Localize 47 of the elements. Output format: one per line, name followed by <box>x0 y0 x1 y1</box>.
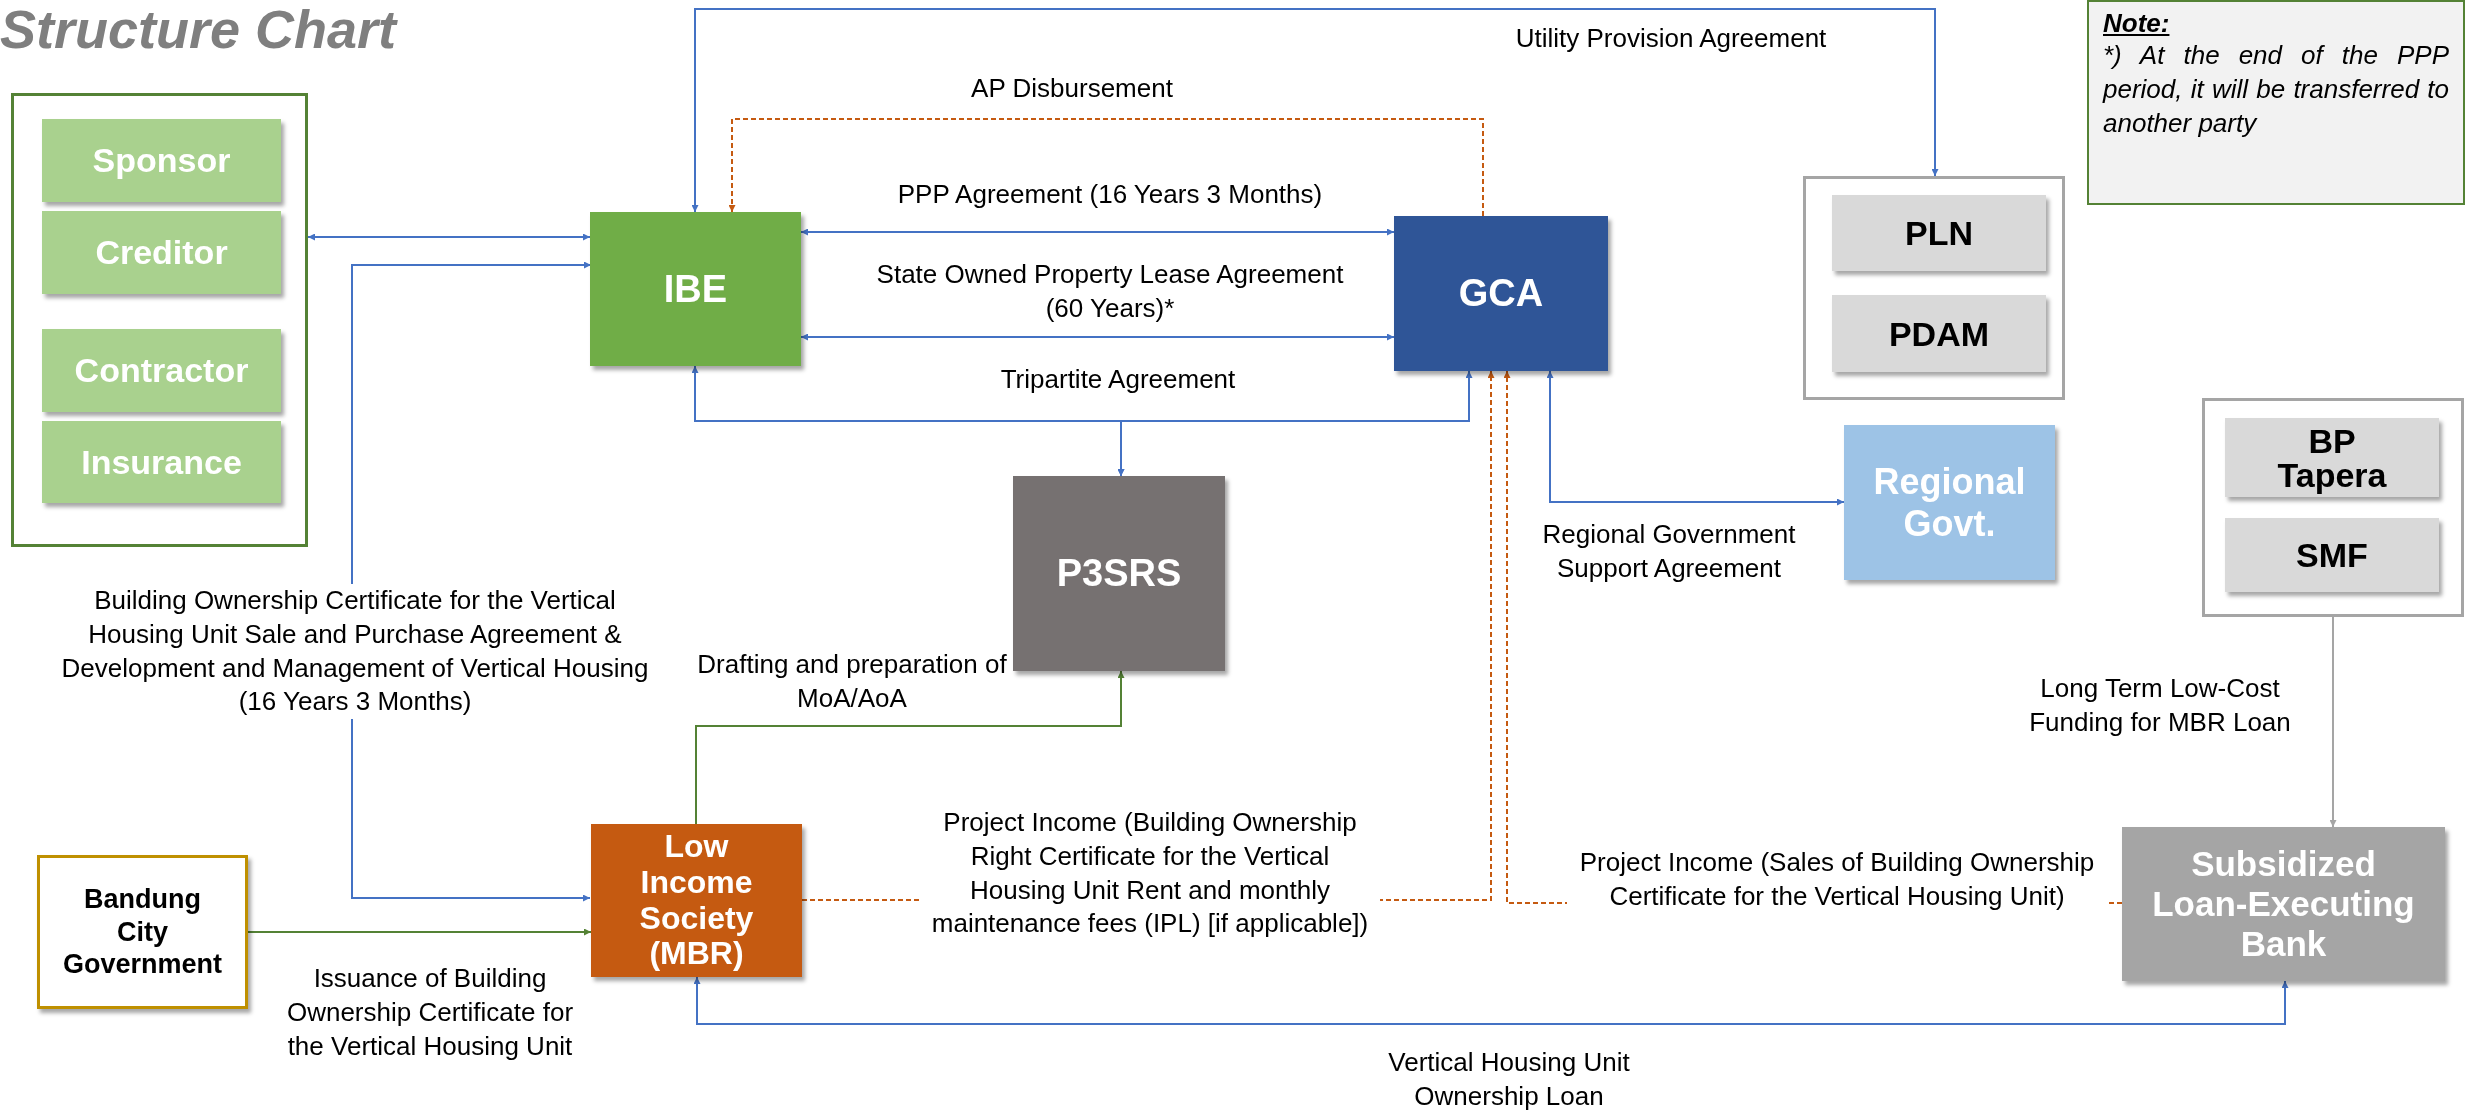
group-frame <box>2202 398 2464 617</box>
entity-box <box>42 421 281 503</box>
entity-box <box>1394 216 1608 371</box>
entity-box <box>590 212 801 366</box>
entity-box <box>1013 476 1225 671</box>
box-label: P3SRS <box>1056 552 1182 595</box>
connector-arrow <box>800 333 1395 341</box>
entity-box <box>37 855 248 1009</box>
box-label: SMF <box>2296 538 2368 572</box>
note-box <box>2087 0 2465 205</box>
box-label: Subsidized Loan-Executing Bank <box>2151 843 2416 965</box>
chart-title: Structure Chart <box>0 0 397 60</box>
entity-box <box>42 119 281 202</box>
box-label: Creditor <box>95 233 228 272</box>
connector-arrow <box>2329 616 2337 828</box>
group-frame <box>11 93 308 547</box>
entity-box <box>2225 418 2439 497</box>
entity-box <box>591 824 802 977</box>
connector-arrow <box>695 670 1125 825</box>
connector-arrow <box>691 8 1939 213</box>
note-text: *) At the end of the PPP period, it will be transferred to another party <box>2103 39 2449 140</box>
box-label: PDAM <box>1888 316 1990 351</box>
group-frame <box>1803 176 2065 400</box>
box-label: GCA <box>1458 272 1544 315</box>
box-label: PLN <box>1905 216 1973 250</box>
box-label: Sponsor <box>92 141 231 180</box>
entity-box <box>2225 518 2439 592</box>
connector-arrow <box>800 228 1395 236</box>
connector-arrow <box>693 976 2289 1025</box>
box-label: BP Tapera <box>2276 423 2388 492</box>
entity-box <box>1832 195 2046 271</box>
box-label: IBE <box>663 267 728 311</box>
box-label: Regional Govt. <box>1872 461 2027 544</box>
box-label: Insurance <box>81 442 242 482</box>
box-label: Bandung City Government <box>61 883 223 981</box>
connector-arrow <box>307 233 591 241</box>
entity-box <box>2122 827 2445 981</box>
entity-box <box>1832 295 2046 372</box>
entity-box <box>1844 425 2055 580</box>
connector-arrow <box>728 118 1484 217</box>
connector-arrow <box>247 928 592 936</box>
entity-box <box>42 211 281 294</box>
note-heading: Note: <box>2103 8 2171 39</box>
entity-box <box>42 329 281 412</box>
connector-arrow <box>1546 370 1845 506</box>
box-label: Contractor <box>74 351 249 390</box>
box-label: Low Income Society (MBR) <box>638 828 755 973</box>
